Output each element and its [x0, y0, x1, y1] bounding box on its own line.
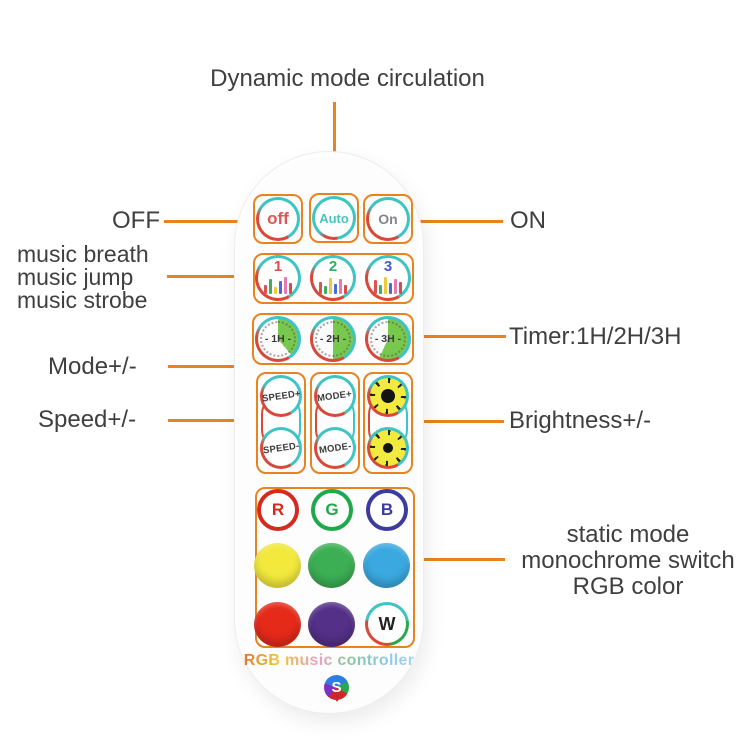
speed-label: Speed+/- [38, 406, 137, 433]
music-2-number: 2 [328, 258, 338, 275]
speed-plus-label: SPEED+ [260, 387, 302, 405]
brand-text: RGB music controller [236, 652, 422, 670]
auto-button-label: Auto [319, 210, 349, 226]
red-letter-label: R [271, 500, 285, 519]
on-button-highlight-box [363, 194, 413, 244]
mode-plus-label: MODE+ [316, 388, 354, 404]
brand-logo: S [324, 675, 349, 700]
timer-buttons-highlight-box [252, 313, 414, 365]
timer-3h-button[interactable]: - 3H - [365, 316, 411, 362]
red-color-button[interactable] [254, 602, 301, 647]
white-button[interactable]: W [365, 602, 409, 646]
off-button-label: off [267, 209, 289, 228]
speed-capsule [261, 394, 301, 450]
off-button-highlight-box [253, 194, 303, 244]
timer-connector-line [413, 335, 506, 338]
music-modes-line-3: music strobe [17, 287, 148, 313]
sun-icon [370, 378, 406, 414]
brand-logo-letter: S [331, 679, 342, 696]
auto-button-highlight-box [309, 193, 359, 243]
off-button[interactable]: off [256, 197, 300, 241]
music-3-number: 3 [383, 258, 393, 275]
brightness-connector-line [412, 420, 504, 423]
on-button[interactable]: On [366, 197, 410, 241]
music-3-button[interactable]: 3 [365, 255, 411, 301]
speed-minus-label: SPEED- [262, 440, 300, 456]
mode-minus-label: MODE- [318, 440, 352, 456]
music-connector-line [167, 275, 247, 278]
clock-icon: - 2H - [313, 319, 353, 359]
dynamic-connector-line [333, 102, 336, 190]
speed-connector-line [168, 419, 248, 422]
on-connector-line [417, 220, 503, 223]
timer-1h-button[interactable]: - 1H - [255, 316, 301, 362]
clock-icon: - 1H - [258, 319, 298, 359]
brightness-buttons-highlight-box [363, 372, 413, 474]
red-letter-button[interactable]: R [257, 489, 299, 531]
clock-icon: - 3H - [368, 319, 408, 359]
brightness-capsule [368, 394, 408, 450]
green-letter-button[interactable]: G [311, 489, 353, 531]
mode-capsule [315, 394, 355, 450]
timer-label: Timer:1H/2H/3H [509, 323, 682, 350]
equalizer-icon [264, 272, 292, 294]
brightness-label: Brightness+/- [509, 407, 652, 434]
static-modes-line-1: static mode [566, 521, 690, 548]
timer-3h-label: - 3H - [374, 333, 402, 345]
brightness-down-button[interactable] [367, 427, 409, 469]
speed-buttons-highlight-box [256, 372, 306, 474]
blue-letter-label: B [380, 500, 394, 519]
music-modes-line-1: music breath [17, 241, 149, 267]
on-label: ON [510, 207, 546, 234]
green-color-button[interactable] [308, 543, 355, 588]
purple-color-button[interactable] [308, 602, 355, 647]
music-modes-label: music breath music jump music strobe [17, 243, 149, 312]
music-2-button[interactable]: 2 [310, 255, 356, 301]
off-connector-line [164, 220, 248, 223]
music-modes-line-2: music jump [17, 264, 134, 290]
mode-label: Mode+/- [48, 353, 137, 380]
dynamic-mode-label: Dynamic mode circulation [210, 65, 485, 92]
sun-icon [370, 430, 406, 466]
music-1-number: 1 [273, 258, 283, 275]
speed-minus-button[interactable]: SPEED- [260, 427, 302, 469]
music-1-button[interactable]: 1 [255, 255, 301, 301]
cyan-color-button[interactable] [363, 543, 410, 588]
timer-2h-button[interactable]: - 2H - [310, 316, 356, 362]
music-buttons-highlight-box [253, 253, 414, 304]
static-connector-line [415, 558, 505, 561]
yellow-color-button[interactable] [254, 543, 301, 588]
timer-1h-label: - 1H - [264, 333, 292, 345]
speed-plus-button[interactable]: SPEED+ [260, 375, 302, 417]
static-modes-line-3: RGB color [572, 573, 684, 600]
static-modes-label: static mode monochrome switch RGB color [498, 522, 750, 600]
brightness-up-button[interactable] [367, 375, 409, 417]
mode-plus-button[interactable]: MODE+ [314, 375, 356, 417]
mode-buttons-highlight-box [310, 372, 360, 474]
blue-letter-button[interactable]: B [366, 489, 408, 531]
on-button-label: On [378, 211, 398, 227]
timer-2h-label: - 2H - [319, 333, 347, 345]
equalizer-icon [319, 272, 347, 294]
mode-minus-button[interactable]: MODE- [314, 427, 356, 469]
off-label: OFF [112, 207, 160, 234]
equalizer-icon [374, 272, 402, 294]
static-modes-line-2: monochrome switch [521, 547, 735, 574]
white-button-label: W [378, 613, 396, 634]
auto-button[interactable]: Auto [312, 196, 356, 240]
green-letter-label: G [325, 500, 339, 519]
